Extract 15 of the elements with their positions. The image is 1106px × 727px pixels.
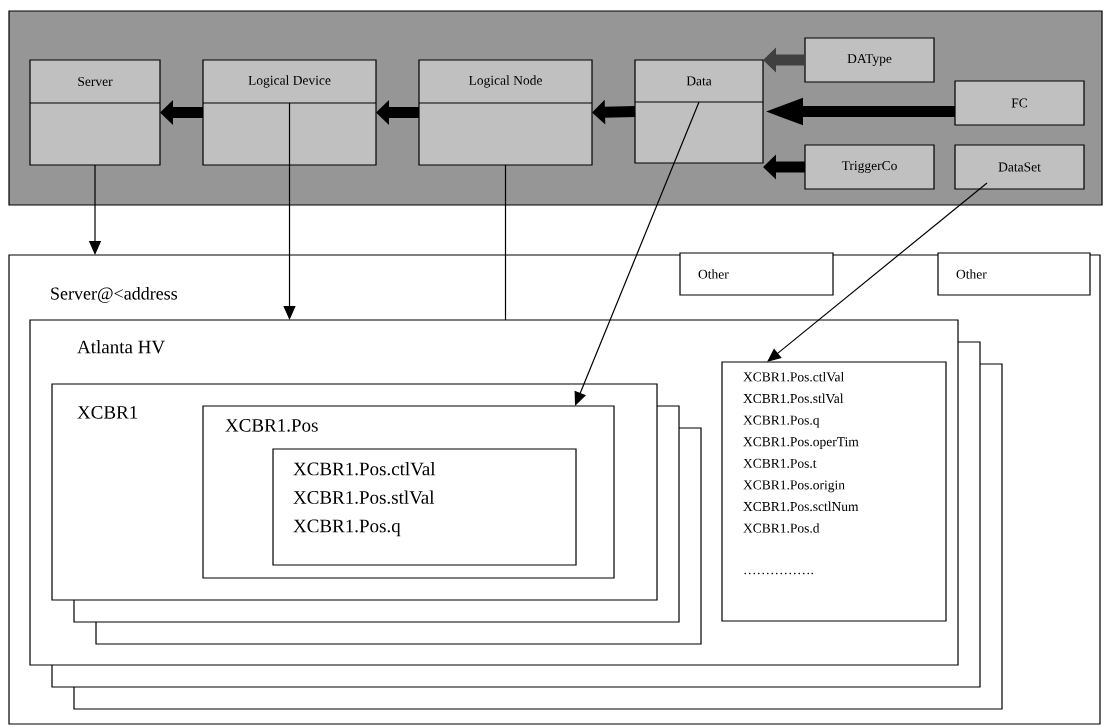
label-box: Other [937, 252, 1091, 296]
list-box: XCBR1.Pos.ctlVal XCBR1.Pos.stlVal XCBR1.Pos.q [272, 448, 577, 566]
class-box: Server [29, 59, 161, 166]
arrow [283, 102, 296, 320]
list-box: XCBR1.Pos.ctlVal XCBR1.Pos.stlVal XCBR1.Pos.q XCBR1.Pos.operTim XCBR1.Pos.t XCBR1.Pos.origin XCBR1.Pos.sctlNum XCBR1.Pos.d ……………. [721, 361, 947, 622]
label-box: Other [679, 252, 834, 296]
class-box: Logical Device [202, 59, 377, 166]
class-box: DataSet [954, 144, 1085, 190]
class-box: DAType [804, 37, 935, 83]
class-box: TriggerCo [804, 144, 935, 190]
class-box: Data [634, 59, 764, 164]
class-box: Logical Node [418, 59, 593, 166]
class-box: FC [954, 80, 1085, 126]
connector-line [504, 164, 507, 321]
arrow [574, 101, 700, 406]
